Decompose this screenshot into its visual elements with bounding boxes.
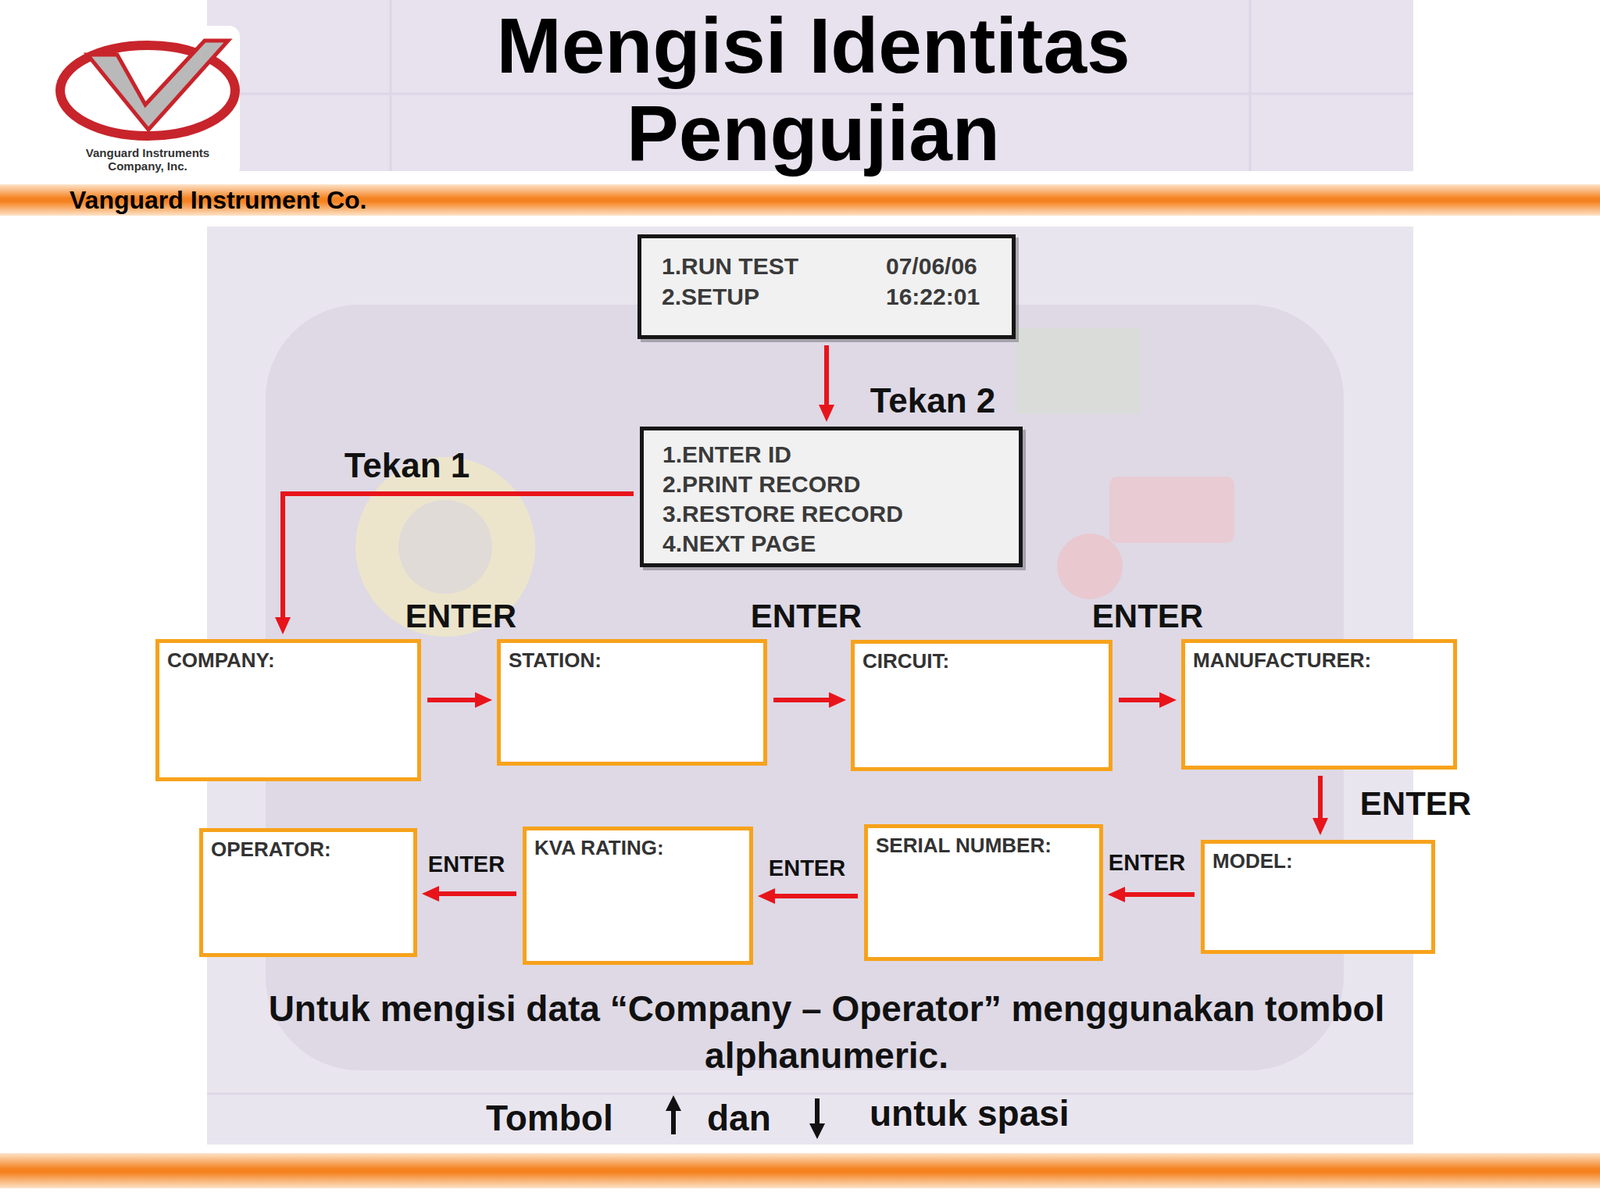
edge-label: ENTER [1092, 600, 1204, 633]
screen-text: 07/06/06 16:22:01 [885, 250, 992, 312]
field-label: KVA RATING: [534, 835, 742, 861]
key-note: Tombol [485, 1098, 614, 1139]
lcd-menu: 1.ENTER ID2.PRINT RECORD3.RESTORE RECORD… [639, 426, 1023, 568]
flow-arrow [427, 697, 485, 703]
flow-arrow [1118, 697, 1169, 703]
screen-text: 2.PRINT RECORD [662, 469, 1000, 500]
flow-arrow [429, 891, 517, 897]
caption-text: Untuk mengisi data “Company – Operator” … [248, 985, 1405, 1080]
flow-arrow [1115, 892, 1195, 897]
edge-label: ENTER [1360, 787, 1472, 821]
field-label: MODEL: [1212, 848, 1424, 874]
orange-band [0, 1153, 1600, 1189]
edge-label: ENTER [750, 600, 862, 633]
flow-arrow [765, 893, 858, 899]
input-field: STATION: [496, 639, 768, 766]
edge-label: ENTER [1108, 851, 1186, 875]
screen-text: 1.RUN TEST 2.SETUP [661, 250, 822, 312]
logo-text: Vanguard Instruments Company, Inc. [69, 146, 226, 173]
input-field: KVA RATING: [522, 826, 754, 965]
screen-text: 1.ENTER ID [662, 439, 1000, 470]
input-field: SERIAL NUMBER: [864, 824, 1104, 961]
edge-label: ENTER [768, 857, 846, 880]
company-name: Vanguard Instrument Co. [69, 186, 367, 215]
company-logo [40, 25, 240, 179]
flow-arrow [824, 345, 829, 415]
input-field: CIRCUIT: [850, 639, 1113, 772]
field-label: SERIAL NUMBER: [875, 832, 1092, 858]
slide-title: Mengisi Identitas Pengujian [422, 1, 1204, 177]
edge-label: ENTER [405, 600, 517, 633]
field-label: STATION: [508, 647, 756, 673]
down-arrow-symbol [809, 1098, 825, 1140]
field-label: MANUFACTURER: [1192, 647, 1446, 673]
field-label: OPERATOR: [210, 836, 406, 862]
edge-label: ENTER [428, 853, 505, 876]
edge-label: Tekan 2 [870, 383, 997, 418]
input-field: MODEL: [1200, 839, 1436, 954]
input-field: COMPANY: [155, 639, 422, 782]
key-note: untuk spasi [869, 1093, 1070, 1134]
orange-band [0, 184, 1600, 216]
edge-label: Tekan 1 [344, 448, 471, 483]
field-label: COMPANY: [167, 647, 410, 673]
field-label: CIRCUIT: [862, 648, 1101, 674]
screen-text: 4.NEXT PAGE [662, 528, 1000, 559]
up-arrow-symbol [665, 1095, 682, 1135]
flow-arrow [773, 697, 839, 703]
flow-arrow [1317, 775, 1323, 828]
input-field: MANUFACTURER: [1181, 639, 1458, 770]
screen-text: 3.RESTORE RECORD [662, 499, 1000, 529]
lcd-screen: 1.RUN TEST 2.SETUP 07/06/06 16:22:01 [637, 234, 1016, 340]
input-field: OPERATOR: [199, 828, 418, 958]
key-note: dan [707, 1098, 772, 1139]
